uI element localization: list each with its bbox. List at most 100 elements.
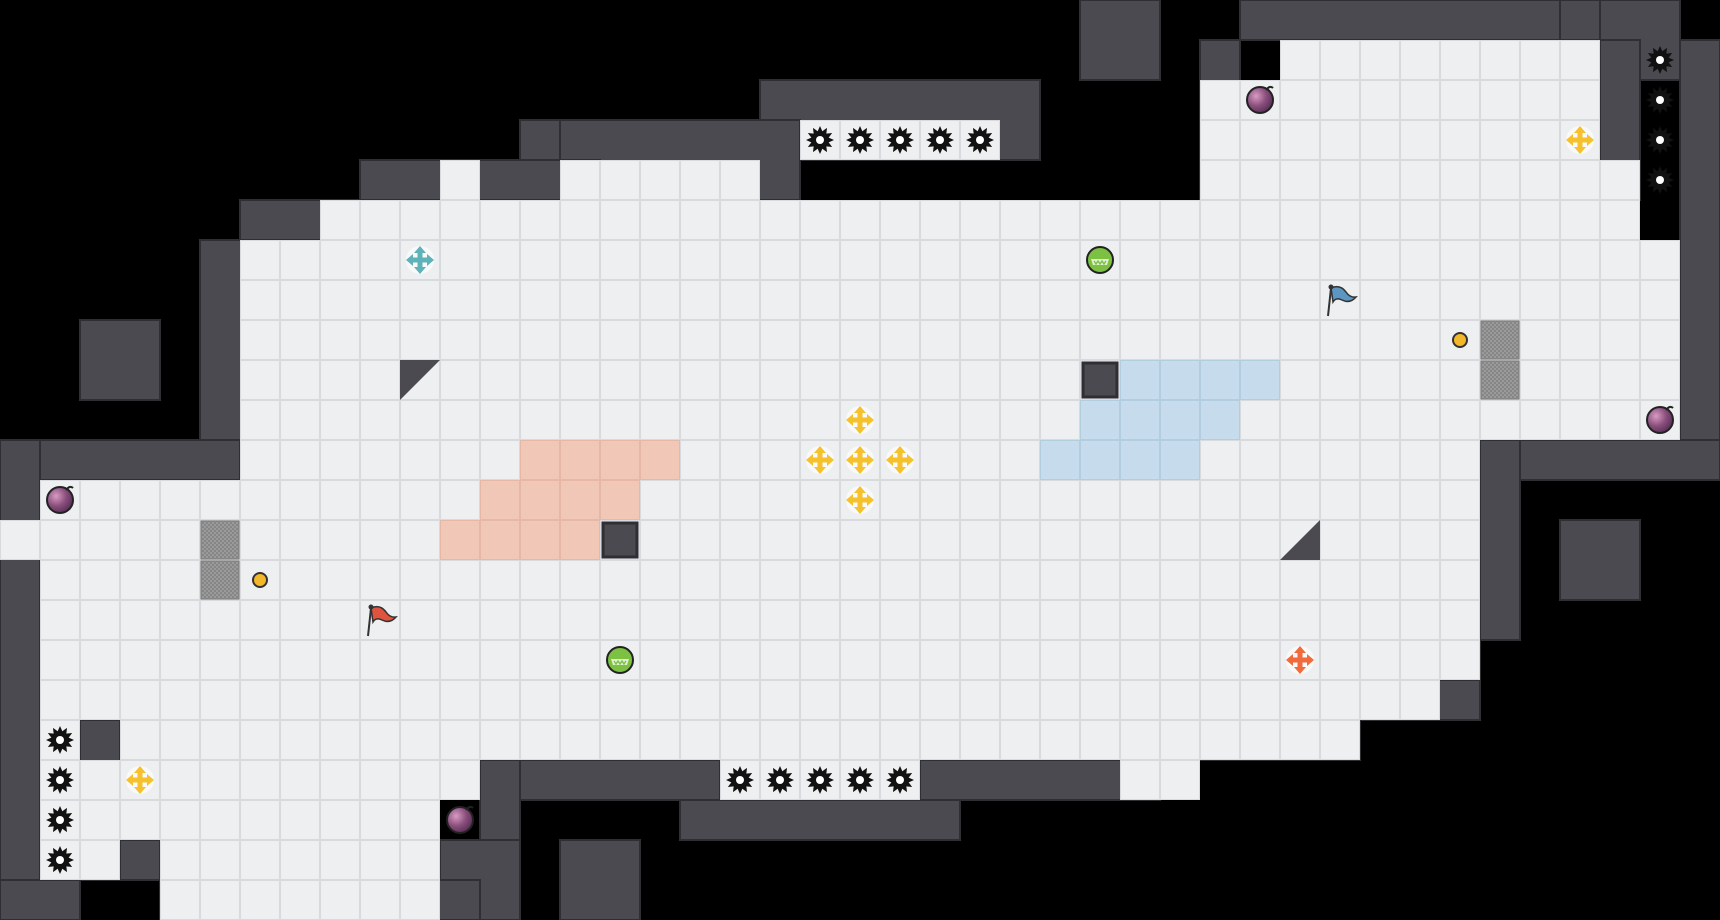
- bomb-icon: [1646, 405, 1674, 434]
- floor-tile: [800, 520, 840, 560]
- floor-tile: [1360, 360, 1400, 400]
- floor-tile: [720, 320, 760, 360]
- floor-tile: [200, 640, 240, 680]
- floor-tile: [320, 480, 360, 520]
- floor-tile: [640, 360, 680, 400]
- floor-tile: [1320, 440, 1360, 480]
- floor-tile: [1400, 440, 1440, 480]
- floor-tile: [320, 520, 360, 560]
- floor-tile: [520, 560, 560, 600]
- yellow-boost-icon: [846, 486, 874, 514]
- floor-tile: [800, 400, 840, 440]
- floor-tile: [840, 560, 880, 600]
- floor-tile: [1040, 360, 1080, 400]
- floor-tile: [440, 760, 480, 800]
- floor-tile: [680, 440, 720, 480]
- floor-tile: [480, 320, 520, 360]
- floor-tile: [280, 840, 320, 880]
- floor-tile: [800, 320, 840, 360]
- floor-tile: [200, 880, 240, 920]
- floor-tile: [400, 480, 440, 520]
- wall-block: [601, 521, 639, 559]
- blue-team-zone-tile: [1160, 360, 1200, 400]
- floor-tile: [1000, 240, 1040, 280]
- wall-block: [79, 319, 161, 401]
- floor-tile: [1000, 400, 1040, 440]
- floor-tile: [40, 680, 80, 720]
- floor-tile: [1040, 400, 1080, 440]
- floor-tile: [1040, 280, 1080, 320]
- floor-tile: [640, 160, 680, 200]
- floor-tile: [760, 520, 800, 560]
- floor-tile: [920, 200, 960, 240]
- floor-tile: [1200, 640, 1240, 680]
- red-team-zone-tile: [560, 480, 600, 520]
- floor-tile: [680, 560, 720, 600]
- floor-tile: [1360, 520, 1400, 560]
- floor-tile: [1440, 480, 1480, 520]
- red-team-zone-tile: [640, 440, 680, 480]
- floor-tile: [1480, 120, 1520, 160]
- floor-tile: [360, 720, 400, 760]
- floor-tile: [160, 720, 200, 760]
- floor-tile: [320, 320, 360, 360]
- floor-tile: [1120, 280, 1160, 320]
- floor-tile: [1040, 720, 1080, 760]
- floor-tile: [280, 720, 320, 760]
- floor-tile: [1560, 200, 1600, 240]
- floor-tile: [680, 400, 720, 440]
- floor-tile: [920, 400, 960, 440]
- floor-tile: [1400, 520, 1440, 560]
- team-zones-layer: [400, 360, 1320, 560]
- floor-tile: [640, 600, 680, 640]
- floor-tile: [1280, 320, 1320, 360]
- floor-tile: [1520, 320, 1560, 360]
- floor-tile: [280, 640, 320, 680]
- floor-tile: [80, 760, 120, 800]
- floor-tile: [1360, 280, 1400, 320]
- floor-tile: [1320, 560, 1360, 600]
- floor-tile: [520, 360, 560, 400]
- floor-tile: [760, 360, 800, 400]
- floor-tile: [480, 680, 520, 720]
- floor-tile: [40, 600, 80, 640]
- floor-tile: [640, 200, 680, 240]
- floor-tile: [920, 720, 960, 760]
- floor-tile: [1000, 440, 1040, 480]
- floor-tile: [880, 320, 920, 360]
- floor-tile: [1480, 80, 1520, 120]
- floor-tile: [1360, 160, 1400, 200]
- yellow-boost-icon: [806, 446, 834, 474]
- floor-tile: [600, 280, 640, 320]
- floor-tile: [600, 720, 640, 760]
- floor-tile: [1280, 600, 1320, 640]
- floor-tile: [1400, 120, 1440, 160]
- floor-tile: [160, 680, 200, 720]
- floor-tile: [280, 680, 320, 720]
- floor-tile: [1240, 600, 1280, 640]
- floor-tile: [240, 240, 280, 280]
- floor-tile: [760, 280, 800, 320]
- floor-tile: [720, 640, 760, 680]
- floor-tile: [960, 440, 1000, 480]
- floor-tile: [400, 320, 440, 360]
- wall-block: [0, 439, 41, 881]
- floor-tile: [1280, 360, 1320, 400]
- floor-tile: [1360, 640, 1400, 680]
- floor-tile: [720, 600, 760, 640]
- floor-tile: [280, 800, 320, 840]
- floor-tile: [440, 480, 480, 520]
- floor-tile: [960, 240, 1000, 280]
- floor-tile: [1200, 80, 1240, 120]
- floor-tile: [1520, 280, 1560, 320]
- floor-tile: [1120, 240, 1160, 280]
- spike-icon: [46, 766, 74, 794]
- floor-tile: [1000, 200, 1040, 240]
- floor-tile: [280, 240, 320, 280]
- floor-tile: [560, 720, 600, 760]
- blue-team-zone-tile: [1200, 400, 1240, 440]
- floor-tile: [400, 720, 440, 760]
- floor-tile: [1080, 600, 1120, 640]
- floor-tile: [360, 400, 400, 440]
- floor-tile: [1360, 440, 1400, 480]
